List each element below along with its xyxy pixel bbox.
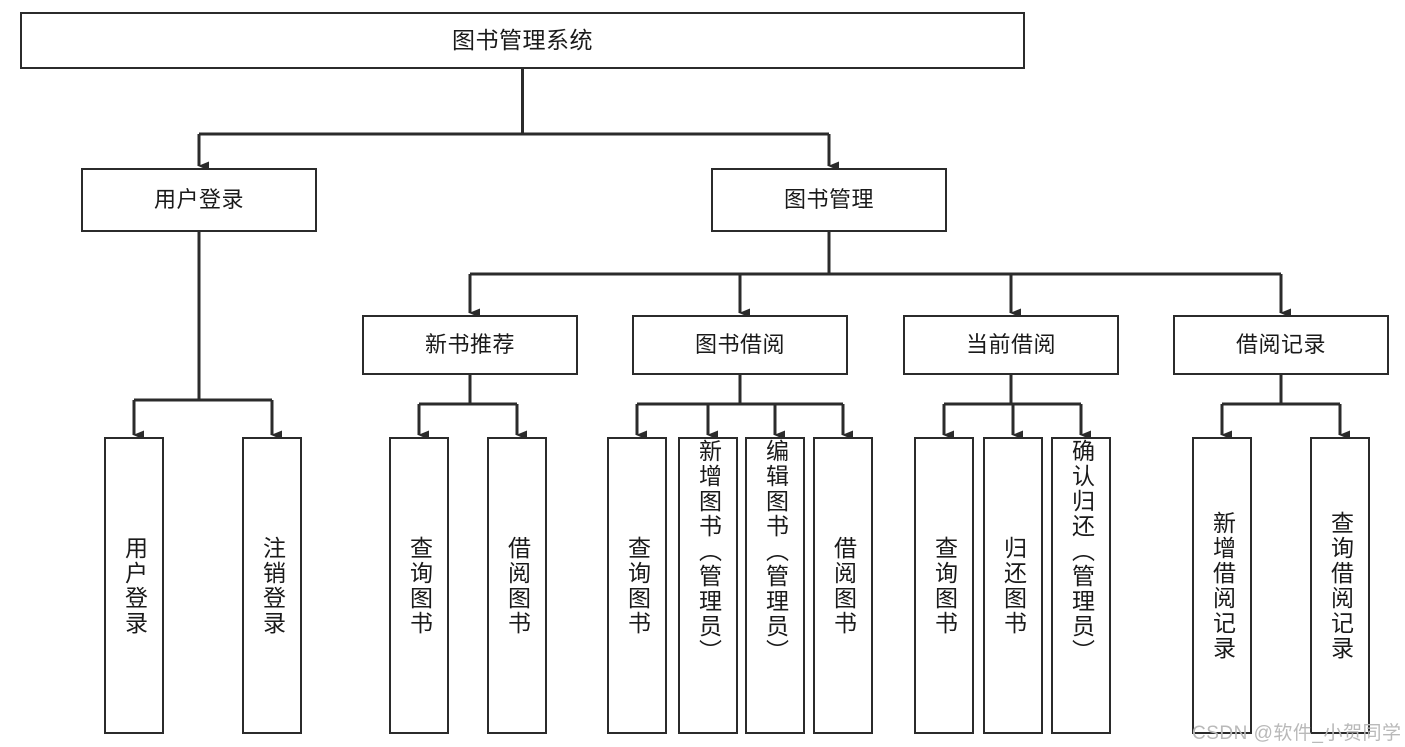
- node-newbook[interactable]: 新书推荐: [362, 315, 578, 375]
- node-leaf-borrowbook-1[interactable]: 借阅图书: [487, 437, 547, 734]
- node-label: 用户登录: [121, 535, 148, 636]
- node-borrowrecord[interactable]: 借阅记录: [1173, 315, 1389, 375]
- node-label: 查询图书: [624, 535, 651, 636]
- edge-group: [132, 69, 1350, 440]
- watermark-label: CSDN @软件_小贺同学: [1192, 723, 1402, 744]
- node-label: 当前借阅: [965, 332, 1056, 358]
- node-leaf-logout[interactable]: 注销登录: [242, 437, 302, 734]
- node-leaf-addrecord[interactable]: 新增借阅记录: [1192, 437, 1252, 734]
- node-leaf-querybook-1[interactable]: 查询图书: [389, 437, 449, 734]
- node-bookmgmt[interactable]: 图书管理: [711, 168, 947, 232]
- node-label: 确认归还（管理员）: [1068, 439, 1095, 664]
- node-label: 借阅记录: [1235, 332, 1326, 358]
- node-label: 编辑图书（管理员）: [762, 439, 789, 664]
- node-label: 查询图书: [931, 535, 958, 636]
- node-leaf-addbook[interactable]: 新增图书（管理员）: [678, 437, 738, 734]
- node-leaf-confirmreturn[interactable]: 确认归还（管理员）: [1051, 437, 1111, 734]
- node-label: 新书推荐: [424, 332, 515, 358]
- node-root[interactable]: 图书管理系统: [20, 12, 1025, 69]
- node-label: 查询图书: [406, 535, 433, 636]
- node-leaf-queryrecord[interactable]: 查询借阅记录: [1310, 437, 1370, 734]
- node-leaf-borrowbook-2[interactable]: 借阅图书: [813, 437, 873, 734]
- node-leaf-returnbook[interactable]: 归还图书: [983, 437, 1043, 734]
- node-label: 新增图书（管理员）: [695, 439, 722, 664]
- node-label: 查询借阅记录: [1327, 510, 1354, 661]
- node-label: 图书管理系统: [452, 27, 593, 54]
- node-leaf-editbook[interactable]: 编辑图书（管理员）: [745, 437, 805, 734]
- node-label: 图书管理: [783, 187, 874, 213]
- node-borrowbook[interactable]: 图书借阅: [632, 315, 848, 375]
- node-currentborrow[interactable]: 当前借阅: [903, 315, 1119, 375]
- node-leaf-querybook-3[interactable]: 查询图书: [914, 437, 974, 734]
- node-label: 用户登录: [153, 187, 244, 213]
- node-label: 借阅图书: [504, 535, 531, 636]
- node-label: 注销登录: [259, 535, 286, 636]
- node-label: 借阅图书: [830, 535, 857, 636]
- node-leaf-querybook-2[interactable]: 查询图书: [607, 437, 667, 734]
- node-login[interactable]: 用户登录: [81, 168, 317, 232]
- node-label: 新增借阅记录: [1209, 510, 1236, 661]
- node-label: 归还图书: [1000, 535, 1027, 636]
- node-leaf-userlogin[interactable]: 用户登录: [104, 437, 164, 734]
- node-label: 图书借阅: [694, 332, 785, 358]
